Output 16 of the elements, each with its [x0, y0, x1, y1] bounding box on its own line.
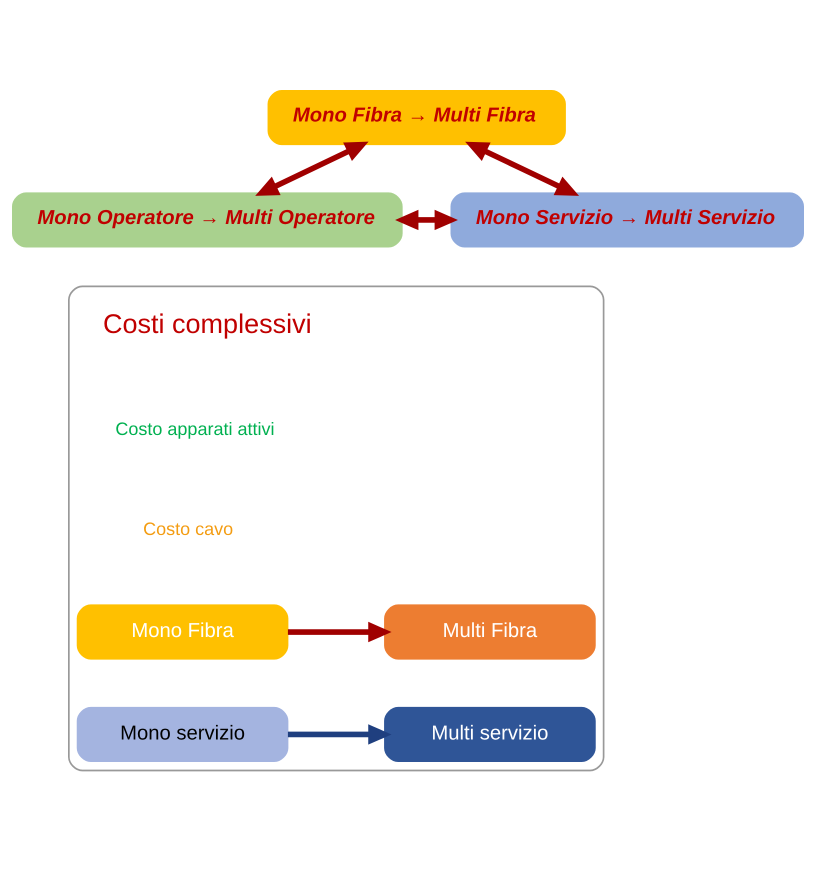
arrow [465, 142, 580, 196]
arrow [395, 210, 458, 230]
arrow [288, 724, 392, 745]
node-box: Multi Fibra [384, 604, 596, 660]
node-box: Mono Fibra [76, 604, 288, 660]
label: Costi complessivi [103, 308, 312, 339]
node-box: Multi servizio [384, 706, 596, 762]
arrow [255, 142, 369, 196]
arrow [288, 622, 392, 642]
label: Costo cavo [143, 518, 234, 539]
cluster [68, 286, 604, 772]
label: Costo apparati attivi [115, 418, 274, 439]
node-box: Mono Fibra → Multi Fibra [268, 90, 566, 146]
node-box: Mono servizio [76, 706, 288, 762]
node-box: Mono Operatore → Multi Operatore [12, 192, 403, 248]
node-box: Mono Servizio → Multi Servizio [450, 192, 804, 248]
